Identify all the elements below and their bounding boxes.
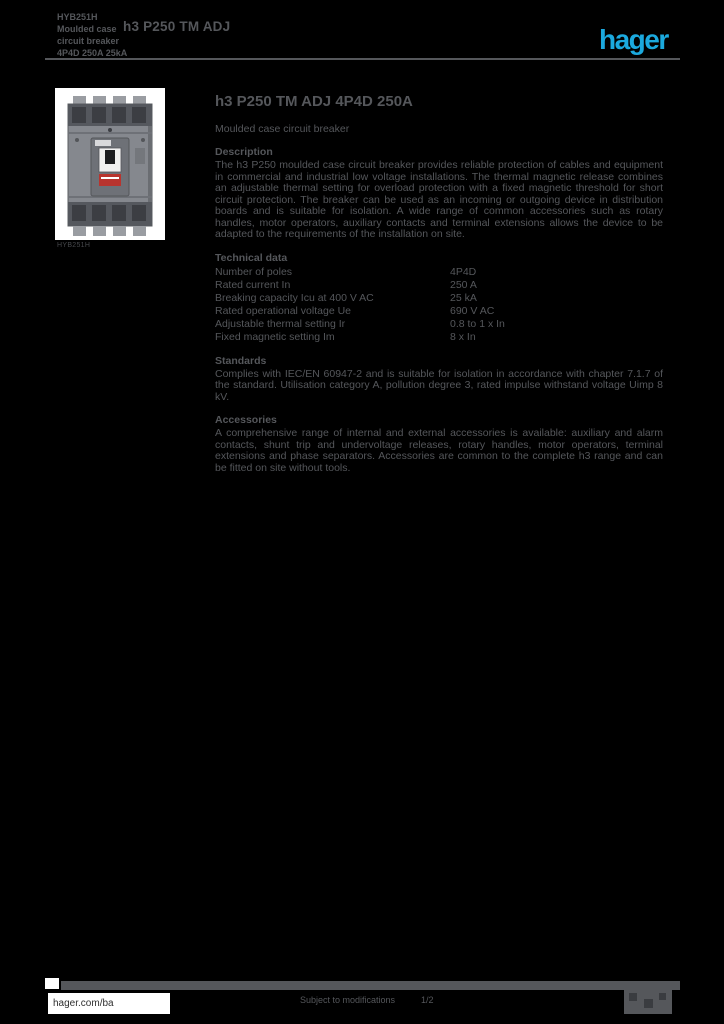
spec-row: Number of poles 4P4D [215, 266, 663, 279]
page-number: 1/2 [421, 995, 434, 1005]
qr-code [624, 988, 672, 1014]
spec-label: Rated current In [215, 278, 291, 291]
spec-label: Breaking capacity Icu at 400 V AC [215, 291, 374, 304]
spec-label: Fixed magnetic setting Im [215, 330, 335, 343]
spec-label: Number of poles [215, 265, 293, 278]
footer-notch [45, 978, 59, 989]
spec-table: Number of poles 4P4D Rated current In 25… [215, 266, 663, 344]
reference-line: HYB251H [57, 12, 98, 22]
header-divider [45, 58, 680, 60]
reference-line: 4P4D 250A 25kA [57, 48, 128, 58]
spec-row: Adjustable thermal setting Ir 0.8 to 1 x… [215, 318, 663, 331]
product-subtitle: Moulded case circuit breaker [215, 123, 350, 135]
footer-divider [61, 981, 680, 990]
site-link[interactable]: hager.com/ba [48, 993, 170, 1014]
header-product-name: h3 P250 TM ADJ [123, 19, 231, 34]
accessories-heading: Accessories [215, 414, 277, 426]
spec-value: 8 x In [450, 330, 476, 343]
image-caption: HYB251H [57, 242, 91, 249]
reference-block: HYB251H Moulded case circuit breaker 4P4… [57, 11, 127, 59]
spec-row: Rated operational voltage Ue 690 V AC [215, 305, 663, 318]
product-image [55, 88, 165, 240]
spec-row: Fixed magnetic setting Im 8 x In [215, 331, 663, 344]
spec-value: 0.8 to 1 x In [450, 317, 505, 330]
description-text: The h3 P250 moulded case circuit breaker… [215, 159, 663, 240]
spec-row: Rated current In 250 A [215, 279, 663, 292]
hager-logo: hager [599, 24, 669, 55]
spec-value: 250 A [450, 278, 477, 291]
spec-row: Breaking capacity Icu at 400 V AC 25 kA [215, 292, 663, 305]
spec-value: 25 kA [450, 291, 477, 304]
standards-text: Complies with IEC/EN 60947-2 and is suit… [215, 367, 663, 403]
footer-center-text: Subject to modifications [300, 995, 396, 1005]
description-heading: Description [215, 146, 273, 158]
accessories-text: A comprehensive range of internal and ex… [215, 427, 663, 474]
technical-data-heading: Technical data [215, 251, 288, 264]
main-content: h3 P250 TM ADJ 4P4D 250A Moulded case ci… [215, 93, 663, 474]
reference-line: Moulded case [57, 24, 117, 34]
breaker-illustration [55, 88, 165, 240]
product-title: h3 P250 TM ADJ 4P4D 250A [215, 93, 413, 110]
spec-value: 4P4D [450, 265, 477, 278]
spec-value: 690 V AC [450, 304, 495, 317]
spec-label: Adjustable thermal setting Ir [215, 317, 346, 330]
spec-label: Rated operational voltage Ue [215, 304, 352, 317]
standards-heading: Standards [215, 354, 267, 367]
reference-line: circuit breaker [57, 36, 120, 46]
